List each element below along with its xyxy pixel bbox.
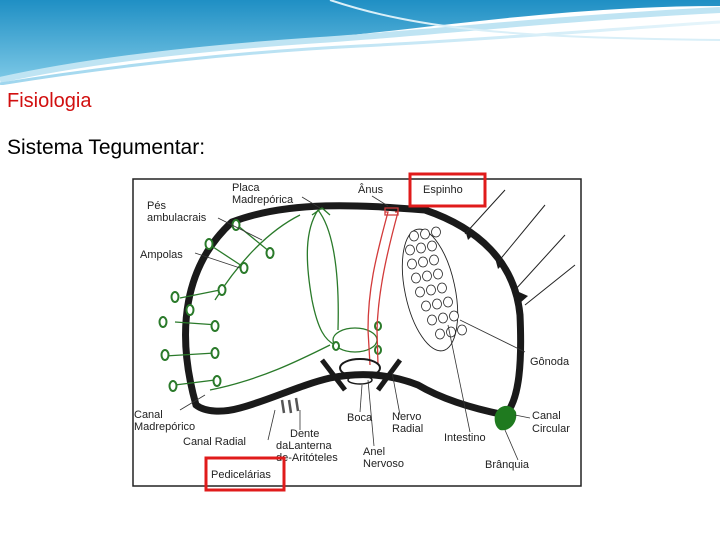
gonad-egg: [409, 230, 419, 242]
label-nervoso: Nervoso: [363, 458, 404, 470]
label-canal-circular-1: Canal: [532, 410, 561, 422]
gonad-egg: [411, 272, 421, 284]
gonad-egg: [443, 296, 453, 308]
gonad-egg: [438, 312, 448, 324]
label-anel: Anel: [363, 446, 385, 458]
label-radial: Radial: [392, 423, 423, 435]
gonad-egg: [407, 258, 417, 270]
diagram-frame: [132, 178, 582, 487]
radial-nerves: [320, 358, 403, 392]
gonad-egg: [415, 286, 425, 298]
slide-subtitle: Sistema Tegumentar:: [7, 136, 206, 159]
label-circular: Circular: [532, 423, 570, 435]
label-dalanterna: daLanterna: [276, 440, 333, 452]
gonad-egg: [405, 244, 415, 256]
spine-lines: [464, 189, 576, 306]
label-madreporico: Madrepórico: [134, 421, 195, 433]
label-espinho: Espinho: [423, 184, 463, 196]
label-canal-radial: Canal Radial: [183, 436, 246, 448]
label-pedicelarias: Pedicelárias: [211, 469, 271, 481]
gonad-egg: [420, 228, 430, 240]
spines: [465, 230, 528, 303]
label-madreporica: Madrepórica: [232, 194, 294, 206]
gonad-egg: [427, 240, 437, 252]
highlight-box-espinho: [408, 172, 487, 208]
gonad-eggs: [405, 226, 467, 340]
gonad-egg: [457, 324, 467, 336]
gonad-egg: [449, 310, 459, 322]
gonad-egg: [421, 300, 431, 312]
gonad-egg: [446, 326, 456, 338]
pointer-lines: [179, 195, 531, 461]
label-ampolas: Ampolas: [140, 249, 183, 261]
gonad-egg: [426, 284, 436, 296]
label-canal-1: Canal: [134, 409, 163, 421]
gonad-egg: [437, 282, 447, 294]
gonad-egg: [431, 226, 441, 238]
label-placa: Placa: [232, 182, 260, 194]
gill: [494, 405, 517, 431]
label-branquia: Brânquia: [485, 459, 530, 471]
digestive-tube: [367, 207, 399, 366]
gonad-egg: [432, 298, 442, 310]
gonad-egg: [435, 328, 445, 340]
label-dente: Dente: [290, 428, 319, 440]
label-nervo: Nervo: [392, 411, 421, 423]
gonad-egg: [416, 242, 426, 254]
gonad-egg: [433, 268, 443, 280]
pedicellariae: [280, 397, 300, 414]
label-aritoteles: de-Aritóteles: [276, 452, 338, 464]
gonad-egg: [418, 256, 428, 268]
mouth: [347, 375, 373, 385]
gonad-egg: [427, 314, 437, 326]
water-vascular-system: [164, 207, 378, 391]
slide-title: Fisiologia: [7, 90, 92, 112]
label-boca: Boca: [347, 412, 373, 424]
label-pes: Pés: [147, 200, 166, 212]
nerve-ring: [339, 358, 381, 378]
label-intestino: Intestino: [444, 432, 486, 444]
label-ambulacrais: ambulacrais: [147, 212, 207, 224]
gonad-egg: [429, 254, 439, 266]
header-banner: [0, 0, 720, 85]
gonad: [401, 228, 459, 352]
highlight-box-pedicelarias: [204, 456, 286, 492]
gonad-egg: [422, 270, 432, 282]
label-anus: Ânus: [358, 183, 384, 196]
label-gonoda: Gônoda: [530, 356, 570, 368]
